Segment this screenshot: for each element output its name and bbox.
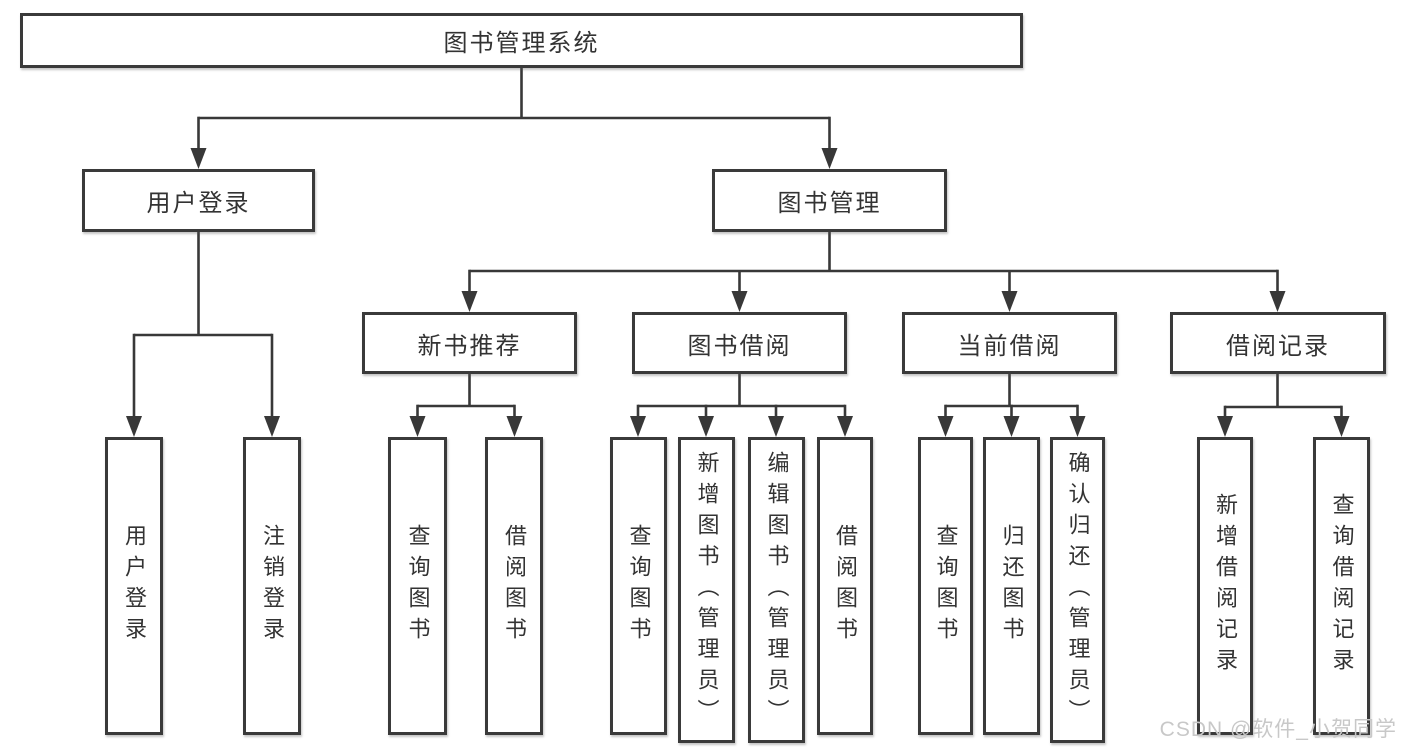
leaf-return-books: 归还图书 <box>983 437 1040 735</box>
leaf-query-books-borrow-label: 查询图书 <box>626 524 652 648</box>
leaf-user-login: 用户登录 <box>105 437 163 735</box>
leaf-query-books-borrow: 查询图书 <box>610 437 667 735</box>
leaf-logout-login: 注销登录 <box>243 437 301 735</box>
node-book-borrow: 图书借阅 <box>632 312 847 374</box>
node-root-system: 图书管理系统 <box>20 13 1023 68</box>
connector-root-to-level2 <box>190 68 838 169</box>
node-current-borrow: 当前借阅 <box>902 312 1117 374</box>
connector-current-borrow-to-leaves <box>937 374 1086 437</box>
csdn-watermark: CSDN @软件_小贺同学 <box>1159 718 1397 741</box>
leaf-add-books-admin: 新增图书（管理员） <box>678 437 735 743</box>
leaf-add-books-admin-label: 新增图书（管理员） <box>694 450 720 730</box>
node-root-label: 图书管理系统 <box>443 30 600 57</box>
leaf-query-books-recommend-label: 查询图书 <box>405 524 431 648</box>
connector-book-mgmt-to-level3 <box>461 232 1286 312</box>
node-new-book-recommend: 新书推荐 <box>362 312 577 374</box>
leaf-confirm-return-admin: 确认归还（管理员） <box>1050 437 1105 743</box>
leaf-logout-login-label: 注销登录 <box>260 524 285 648</box>
leaf-query-books-current: 查询图书 <box>918 437 973 735</box>
leaf-query-books-current-label: 查询图书 <box>933 524 959 648</box>
node-book-management: 图书管理 <box>712 169 947 232</box>
leaf-borrow-books: 借阅图书 <box>817 437 873 735</box>
leaf-edit-books-admin-label: 编辑图书（管理员） <box>764 450 790 730</box>
leaf-borrow-books-recommend: 借阅图书 <box>485 437 543 735</box>
connector-user-login-to-leaves <box>126 232 280 437</box>
node-user-login-label: 用户登录 <box>146 190 251 217</box>
leaf-borrow-books-label: 借阅图书 <box>833 524 858 648</box>
leaf-return-books-label: 归还图书 <box>999 524 1025 648</box>
leaf-query-borrow-record-label: 查询借阅记录 <box>1329 493 1355 679</box>
leaf-query-borrow-record: 查询借阅记录 <box>1313 437 1370 735</box>
connector-new-book-to-leaves <box>409 374 523 437</box>
leaf-confirm-return-admin-label: 确认归还（管理员） <box>1065 450 1091 730</box>
leaf-borrow-books-recommend-label: 借阅图书 <box>502 524 527 648</box>
leaf-edit-books-admin: 编辑图书（管理员） <box>748 437 805 743</box>
node-new-book-recommend-label: 新书推荐 <box>417 332 522 360</box>
leaf-query-books-recommend: 查询图书 <box>388 437 447 735</box>
node-user-login: 用户登录 <box>82 169 315 232</box>
node-borrow-record-label: 借阅记录 <box>1226 332 1330 360</box>
leaf-add-borrow-record: 新增借阅记录 <box>1197 437 1253 735</box>
node-borrow-record: 借阅记录 <box>1170 312 1386 374</box>
node-book-management-label: 图书管理 <box>777 190 882 217</box>
node-current-borrow-label: 当前借阅 <box>957 332 1062 360</box>
connector-book-borrow-to-leaves <box>630 374 853 437</box>
leaf-add-borrow-record-label: 新增借阅记录 <box>1213 493 1238 679</box>
leaf-user-login-label: 用户登录 <box>122 524 147 648</box>
node-book-borrow-label: 图书借阅 <box>687 332 792 360</box>
connector-borrow-record-to-leaves <box>1217 374 1350 437</box>
